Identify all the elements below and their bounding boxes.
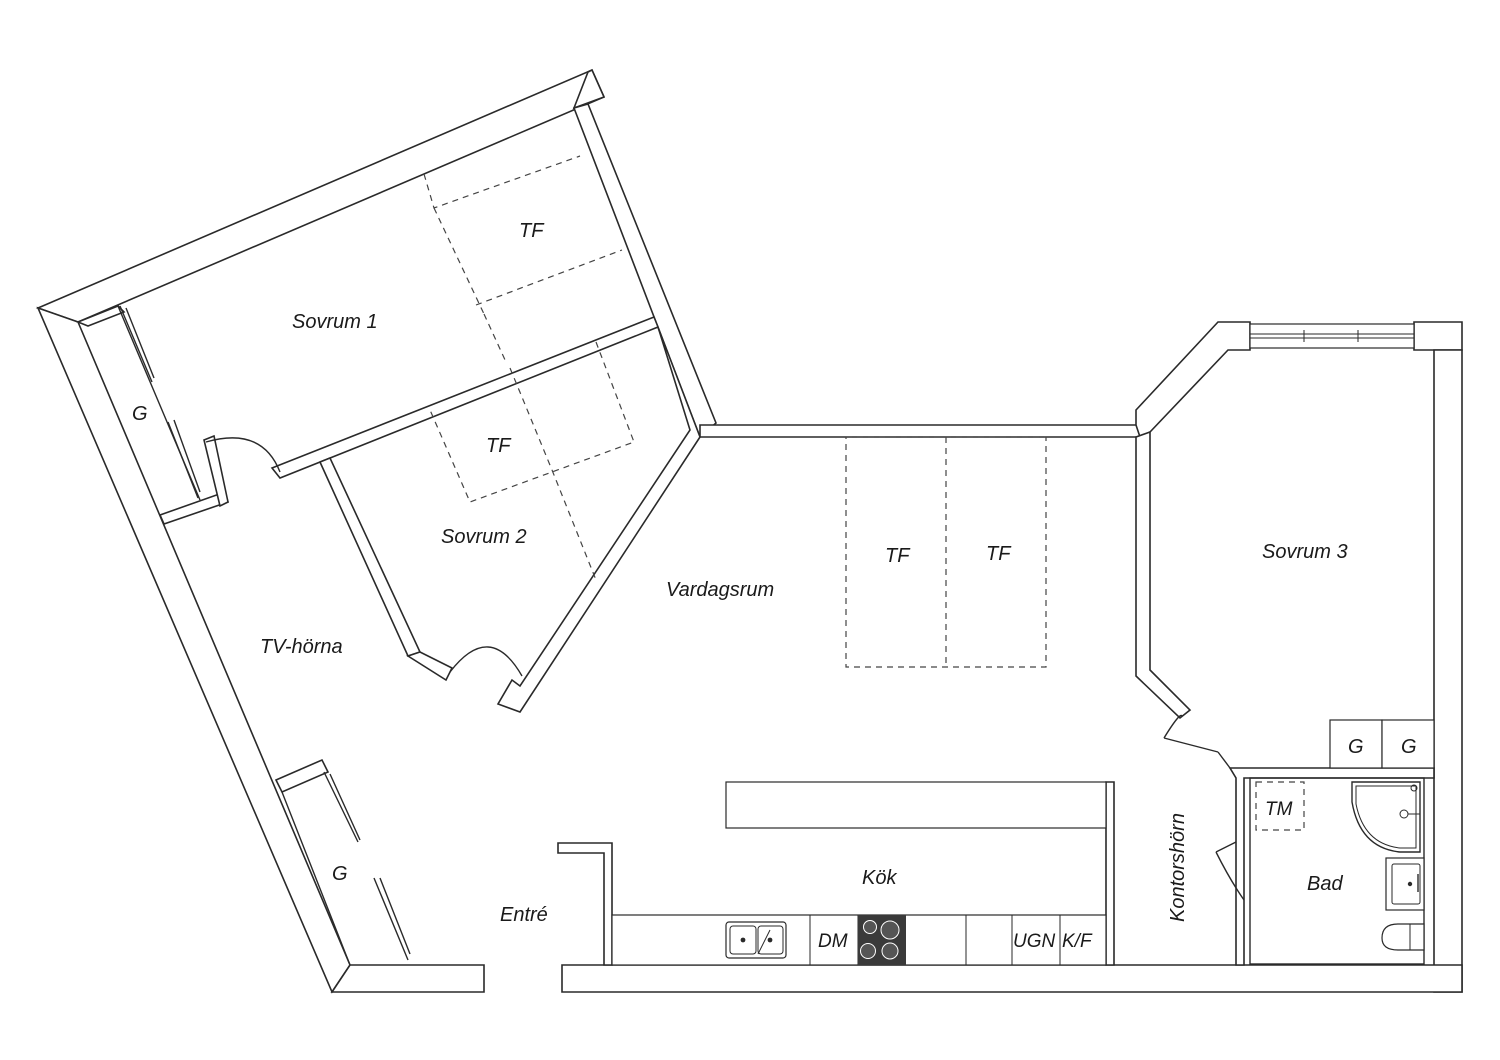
wardrobe-label-sovrum1: G bbox=[132, 403, 148, 425]
wall-north-sloped bbox=[35, 68, 606, 323]
skylights-sovrum2 bbox=[429, 341, 635, 581]
shower-icon bbox=[1351, 781, 1421, 853]
doors bbox=[205, 437, 1245, 901]
skylight-label-vardagsrum-a: TF bbox=[885, 545, 911, 567]
room-label-vardagsrum: Vardagsrum bbox=[666, 579, 774, 601]
room-label-entre: Entré bbox=[500, 904, 548, 926]
wall-entre-east bbox=[557, 842, 613, 966]
room-label-sovrum1: Sovrum 1 bbox=[292, 311, 378, 333]
skylights-sovrum1 bbox=[423, 155, 623, 363]
skylight-label-vardagsrum-b: TF bbox=[986, 543, 1012, 565]
wall-east-sloped bbox=[572, 103, 717, 439]
room-label-bad: Bad bbox=[1307, 873, 1343, 895]
wall-north-living bbox=[699, 424, 1141, 438]
wall-sovrum1-door-jamb bbox=[203, 434, 229, 508]
room-label-sovrum3: Sovrum 3 bbox=[1262, 541, 1348, 563]
bathroom-fixtures bbox=[1255, 781, 1425, 951]
appliance-label-tm: TM bbox=[1265, 799, 1293, 820]
room-label-sovrum2: Sovrum 2 bbox=[441, 526, 527, 548]
wall-kok-kontor bbox=[1105, 781, 1115, 966]
wall-sovrum2-east bbox=[496, 326, 701, 713]
wardrobe-label-sovrum3-b: G bbox=[1401, 736, 1417, 758]
wall-sovrum2-bottom bbox=[406, 651, 454, 682]
room-label-tv-horna: TV-hörna bbox=[260, 636, 343, 658]
interior-walls bbox=[75, 305, 1435, 966]
wall-sovrum3-west bbox=[1135, 430, 1192, 720]
door-sovrum1 bbox=[205, 437, 281, 473]
appliance-label-kf: K/F bbox=[1062, 931, 1093, 952]
wardrobe-label-entre: G bbox=[332, 863, 348, 885]
window-sovrum3 bbox=[1249, 323, 1415, 349]
skylights-vardagsrum bbox=[845, 436, 1047, 668]
room-label-kontorshorn: Kontorshörn bbox=[1167, 813, 1189, 922]
bath-sink-icon bbox=[1385, 857, 1425, 911]
toilet-icon bbox=[1381, 923, 1425, 951]
kitchen bbox=[611, 781, 1107, 966]
sink-icon bbox=[725, 921, 787, 959]
stove-icon bbox=[858, 915, 906, 965]
wall-sovrum3-angle bbox=[1135, 321, 1251, 439]
wardrobe-label-sovrum3-a: G bbox=[1348, 736, 1364, 758]
outer-walls bbox=[35, 68, 1463, 994]
door-kontorshorn bbox=[1163, 714, 1219, 753]
wall-sovrum3-top bbox=[1413, 321, 1463, 351]
wall-sovrum1-sovrum2 bbox=[270, 315, 660, 479]
appliance-label-ugn: UGN bbox=[1013, 931, 1056, 952]
door-sovrum2 bbox=[449, 646, 523, 677]
skylight-label-sovrum1: TF bbox=[519, 220, 545, 242]
wall-south-east bbox=[561, 964, 1463, 993]
door-bad bbox=[1215, 841, 1245, 901]
wall-closet-sovrum1 bbox=[75, 305, 126, 327]
appliance-label-dm: DM bbox=[818, 931, 848, 952]
wall-sovrum2-west bbox=[318, 456, 422, 657]
wall-sovrum3-bad bbox=[1228, 767, 1435, 966]
room-label-kok: Kök bbox=[862, 867, 897, 889]
skylight-label-sovrum2: TF bbox=[486, 435, 512, 457]
closet-sliders bbox=[119, 305, 411, 961]
wall-east bbox=[1433, 349, 1463, 993]
wall-entre-closet-top bbox=[274, 758, 330, 794]
wall-north-return bbox=[572, 68, 606, 110]
washing-machine-space bbox=[1255, 781, 1305, 831]
wall-south-west bbox=[330, 964, 485, 993]
kitchen-island bbox=[725, 781, 1107, 829]
